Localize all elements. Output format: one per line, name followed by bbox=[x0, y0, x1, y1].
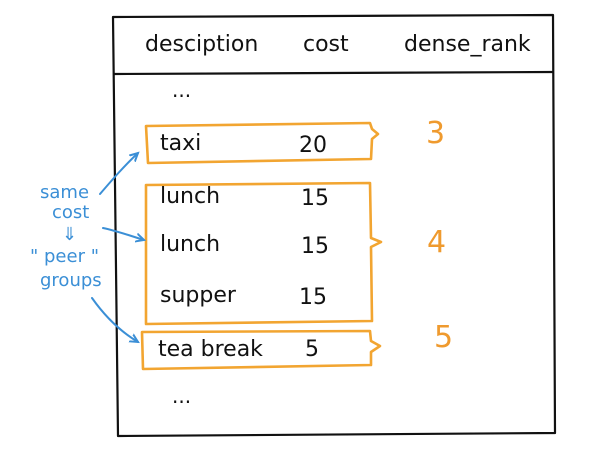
row-supper-description: supper bbox=[160, 283, 237, 308]
ellipsis-top: ... bbox=[172, 78, 191, 102]
annotation-line-peer: " peer " bbox=[30, 246, 99, 267]
row-lunch-2-description: lunch bbox=[160, 232, 220, 257]
group-box-rank-4 bbox=[144, 181, 383, 326]
rank-5-label: 5 bbox=[434, 320, 453, 355]
arrow-to-lunch-group bbox=[102, 227, 144, 240]
arrow-to-tea-break-group bbox=[91, 297, 138, 342]
group-box-rank-3 bbox=[144, 121, 380, 165]
row-lunch-1-description: lunch bbox=[160, 184, 220, 209]
ellipsis-bottom: ... bbox=[172, 384, 191, 408]
row-tea-break-description: tea break bbox=[158, 337, 263, 362]
header-divider bbox=[113, 70, 555, 76]
rank-3-label: 3 bbox=[426, 116, 445, 151]
row-lunch-2-cost: 15 bbox=[301, 234, 329, 259]
annotation-line-cost: cost bbox=[52, 202, 89, 223]
annotation-down-arrow: ⇓ bbox=[62, 224, 77, 245]
header-description: desciption bbox=[145, 32, 258, 57]
row-taxi-cost: 20 bbox=[299, 133, 327, 158]
row-taxi-description: taxi bbox=[160, 131, 201, 156]
rank-4-label: 4 bbox=[427, 225, 446, 260]
annotation-line-groups: groups bbox=[40, 270, 102, 291]
row-tea-break-cost: 5 bbox=[305, 337, 319, 362]
group-box-rank-5 bbox=[140, 329, 382, 371]
row-supper-cost: 15 bbox=[299, 285, 327, 310]
header-cost: cost bbox=[303, 32, 349, 57]
row-lunch-1-cost: 15 bbox=[301, 186, 329, 211]
table-border bbox=[111, 13, 557, 438]
header-dense-rank: dense_rank bbox=[404, 32, 531, 57]
annotation-line-same: same bbox=[40, 182, 89, 203]
arrow-to-taxi-group bbox=[99, 153, 138, 195]
